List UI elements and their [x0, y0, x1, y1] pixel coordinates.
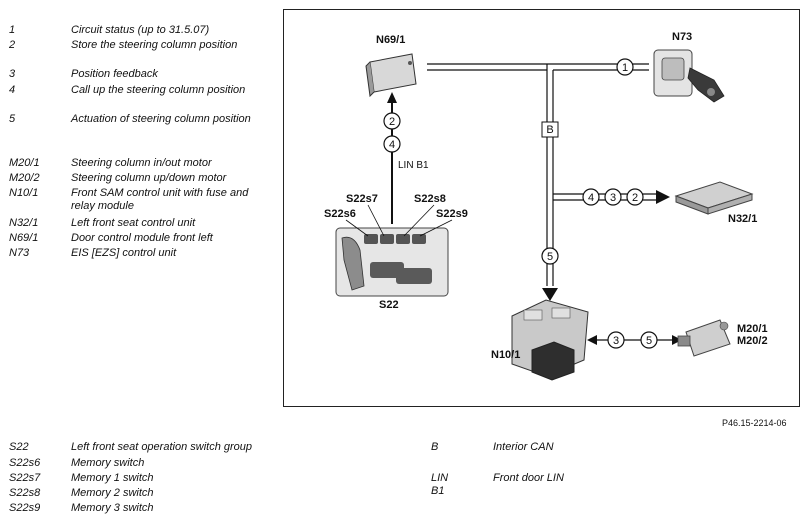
legend-code: LIN B1 [431, 472, 449, 497]
legend-code: 2 [9, 39, 16, 51]
n32-module-icon [674, 181, 754, 215]
legend-code: 4 [9, 84, 16, 96]
signal-marker-label: 3 [613, 335, 619, 347]
motor-arrow-right [672, 335, 682, 345]
n69-label: N69/1 [376, 34, 405, 46]
arrowheads [387, 92, 682, 345]
legend-description: Position feedback [71, 68, 158, 80]
signal-marker-1: 1 [616, 58, 634, 76]
legend-code: 1 [9, 24, 16, 36]
s22-switch-panel-icon [335, 227, 449, 297]
legend-description: Memory switch [71, 457, 145, 469]
m20-1-label: M20/1 [737, 323, 768, 335]
signal-marker-label: 5 [547, 251, 553, 263]
legend-description: Actuation of steering column position [71, 113, 251, 125]
legend-code: 3 [9, 68, 16, 80]
legend-code: 5 [9, 113, 16, 125]
legend-code: N32/1 [9, 217, 39, 229]
s22s8-label: S22s8 [414, 193, 446, 205]
signal-marker-label: 4 [588, 192, 594, 204]
s22s9-label: S22s9 [436, 208, 468, 220]
signal-marker-2: 2 [626, 188, 644, 206]
switch-pointer-lines [345, 204, 453, 237]
n32-arrow [656, 190, 670, 204]
legend-code: S22s8 [9, 487, 41, 499]
sam-arrow-down [542, 288, 558, 301]
legend-description: Door control module front left [71, 232, 213, 244]
n73-ignition-icon [653, 49, 725, 103]
legend-description: Store the steering column position [71, 39, 238, 51]
legend-code: N73 [9, 247, 30, 259]
diagram-canvas: B LIN B1 1 2 4 4 3 2 5 3 5 N69/1 N73 N32/1 [324, 31, 768, 381]
legend-code: B [431, 441, 439, 453]
legend-description: EIS [EZS] control unit [71, 247, 177, 259]
legend-description: Front SAM control unit with fuse and rel… [71, 187, 249, 212]
signal-marker-label: 3 [610, 192, 616, 204]
figure-reference: P46.15-2214-06 [722, 418, 787, 428]
n32-label: N32/1 [728, 213, 757, 225]
legend-description: Front door LIN [493, 472, 564, 484]
legend-description: Memory 1 switch [71, 472, 154, 484]
signal-marker-label: 1 [622, 62, 628, 74]
legend-description: Steering column in/out motor [71, 157, 212, 169]
signal-marker-label: 2 [632, 192, 638, 204]
lin-arrow-up [387, 92, 397, 103]
legend-code: S22s7 [9, 472, 41, 484]
signal-marker-4: 4 [383, 135, 401, 153]
diagram-frame: B LIN B1 1 2 4 4 3 2 5 3 5 N69/1 N73 N32/1 [283, 9, 800, 407]
legend-code: S22s6 [9, 457, 41, 469]
s22-label: S22 [379, 299, 399, 311]
can-bus-box [541, 121, 559, 138]
can-bus-label: B [546, 124, 553, 136]
legend-code: N69/1 [9, 232, 39, 244]
s22s6-label: S22s6 [324, 208, 356, 220]
signal-marker-3: 3 [604, 188, 622, 206]
legend-description: Memory 3 switch [71, 502, 154, 514]
signal-marker-2: 2 [383, 112, 401, 130]
s22s7-label: S22s7 [346, 193, 378, 205]
legend-description: Steering column up/down motor [71, 172, 227, 184]
signal-marker-4: 4 [582, 188, 600, 206]
n73-label: N73 [672, 31, 692, 43]
legend-code: S22 [9, 441, 29, 453]
signal-marker-label: 4 [389, 139, 395, 151]
signal-marker-5: 5 [640, 331, 658, 349]
legend-code: S22s9 [9, 502, 41, 514]
signal-marker-3: 3 [607, 331, 625, 349]
signal-marker-label: 2 [389, 116, 395, 128]
signal-marker-5: 5 [541, 247, 559, 265]
legend-description: Left front seat control unit [71, 217, 196, 229]
legend-code: M20/1 [9, 157, 40, 169]
n69-module-icon [365, 53, 417, 98]
legend-description: Memory 2 switch [71, 487, 154, 499]
motor-arrow-left [587, 335, 597, 345]
legend-description: Call up the steering column position [71, 84, 246, 96]
m20-2-label: M20/2 [737, 335, 768, 347]
legend-description: Interior CAN [493, 441, 554, 453]
steering-motor-icon [677, 319, 731, 357]
lin-bus-label: LIN B1 [398, 160, 429, 171]
signal-marker-label: 5 [646, 335, 652, 347]
legend-code: N10/1 [9, 187, 39, 199]
legend-description: Left front seat operation switch group [71, 441, 252, 453]
legend-code: M20/2 [9, 172, 40, 184]
n10-label: N10/1 [491, 349, 520, 361]
n10-sam-module-icon [511, 299, 589, 381]
legend-description: Circuit status (up to 31.5.07) [71, 24, 210, 36]
signal-markers: 1 2 4 4 3 2 5 3 5 [383, 58, 658, 349]
